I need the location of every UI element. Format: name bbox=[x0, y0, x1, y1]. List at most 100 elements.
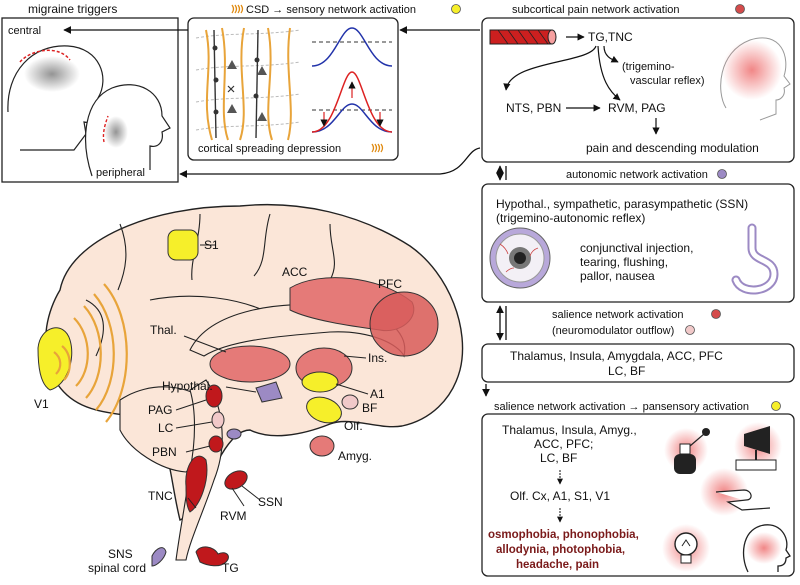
salience-panel: salience network activation (neuromodula… bbox=[481, 309, 795, 383]
autonomic-box bbox=[481, 183, 795, 303]
rvm-region bbox=[224, 470, 248, 490]
head-pain-icon bbox=[720, 37, 791, 121]
gramophone-icon bbox=[734, 422, 782, 471]
csd-caption: cortical spreading depression bbox=[198, 143, 341, 155]
outcome-line2: allodynia, photophobia, bbox=[496, 544, 625, 556]
label-pag: PAG bbox=[148, 403, 172, 417]
pansensory-dot-icon bbox=[771, 401, 781, 411]
label-ins: Ins. bbox=[368, 351, 387, 365]
head-peripheral-icon bbox=[85, 84, 171, 177]
brain-illustration: S1 ACC PFC Thal. Ins. Hypothal. A1 BF Ol… bbox=[34, 203, 464, 575]
reflex-line2: vascular reflex) bbox=[630, 75, 705, 87]
triggers-panel: migraine triggers central peripheral bbox=[1, 2, 179, 183]
subcortical-header: subcortical pain network activation bbox=[512, 4, 680, 16]
rvm-pag-label: RVM, PAG bbox=[608, 101, 666, 115]
olf-region bbox=[306, 396, 342, 424]
pansensory-header: salience network activation → pansensory… bbox=[494, 401, 749, 413]
reflex-line1: (trigemino- bbox=[622, 61, 675, 73]
label-a1: A1 bbox=[370, 387, 385, 401]
amyg-region bbox=[309, 435, 335, 457]
pain-outcome-label: pain and descending modulation bbox=[586, 141, 759, 155]
v1-waves-icon bbox=[53, 283, 128, 423]
autonomic-panel: autonomic network activation Hypothal., … bbox=[481, 169, 795, 303]
nts-pbn-label: NTS, PBN bbox=[506, 101, 561, 115]
label-s1: S1 bbox=[204, 238, 219, 252]
eye-icon bbox=[489, 227, 551, 289]
label-pfc: PFC bbox=[378, 277, 402, 291]
pfc-region bbox=[369, 291, 439, 357]
stomach-icon bbox=[731, 223, 779, 295]
csd-panel: CSD → sensory network activation bbox=[187, 4, 461, 161]
s1-region bbox=[167, 229, 199, 261]
head-ache-icon bbox=[742, 524, 791, 573]
sns-region bbox=[151, 547, 167, 567]
sensory-dot-icon bbox=[451, 4, 461, 14]
pain-dot-icon bbox=[735, 4, 745, 14]
pbn-region bbox=[208, 435, 224, 453]
pansensory-regions-line1: Thalamus, Insula, Amyg., bbox=[502, 423, 637, 437]
perfume-bottle-icon bbox=[664, 428, 710, 474]
csd-wave-graph-bottom bbox=[311, 71, 393, 133]
label-tg: TG bbox=[222, 561, 239, 575]
tg-region bbox=[195, 546, 229, 567]
peripheral-label: peripheral bbox=[96, 167, 145, 179]
symptom-line2: tearing, flushing, bbox=[580, 255, 668, 269]
symptom-line1: conjunctival injection, bbox=[580, 241, 693, 255]
label-hypothal: Hypothal. bbox=[162, 379, 213, 393]
pansensory-cortex: Olf. Cx, A1, S1, V1 bbox=[510, 489, 610, 503]
pansensory-regions-line3: LC, BF bbox=[540, 451, 577, 465]
label-tnc: TNC bbox=[148, 489, 173, 503]
autonomic-line1: Hypothal., sympathetic, parasympathetic … bbox=[496, 197, 748, 211]
tnc-region bbox=[185, 455, 208, 513]
csd-wave-graph-top bbox=[311, 27, 393, 67]
tg-tnc-label: TG,TNC bbox=[588, 30, 633, 44]
label-bf: BF bbox=[362, 401, 377, 415]
subcortical-box bbox=[481, 17, 795, 163]
label-v1: V1 bbox=[34, 397, 49, 411]
head-central-icon bbox=[7, 45, 106, 151]
label-sns: SNS bbox=[108, 547, 133, 561]
hypothal-region bbox=[255, 381, 283, 403]
autonomic-line2: (trigemino-autonomic reflex) bbox=[496, 211, 645, 225]
thal-region bbox=[209, 345, 291, 383]
brain-leader-lines bbox=[175, 244, 369, 509]
neuromodulator-dot-icon bbox=[685, 325, 695, 335]
outcome-line3: headache, pain bbox=[516, 559, 599, 571]
label-spinal-cord: spinal cord bbox=[88, 561, 146, 575]
triggers-title: migraine triggers bbox=[28, 2, 117, 16]
pansensory-box bbox=[481, 413, 795, 577]
label-ssn: SSN bbox=[258, 495, 283, 509]
label-acc: ACC bbox=[282, 265, 308, 279]
a1-region bbox=[301, 371, 339, 393]
autonomic-header: autonomic network activation bbox=[566, 169, 708, 181]
hand-touch-icon bbox=[700, 468, 771, 516]
salience-regions-line1: Thalamus, Insula, Amygdala, ACC, PFC bbox=[510, 349, 723, 363]
symptom-line3: pallor, nausea bbox=[580, 269, 655, 283]
autonomic-dot-icon bbox=[717, 169, 727, 179]
salience-header-line1: salience network activation bbox=[552, 309, 683, 321]
label-rvm: RVM bbox=[220, 509, 246, 523]
salience-box bbox=[481, 343, 795, 383]
connector-arrows-top bbox=[63, 26, 481, 178]
cortex-sketch-icon bbox=[195, 27, 301, 141]
salience-dot-icon bbox=[711, 309, 721, 319]
bf-region bbox=[341, 394, 359, 410]
label-thal: Thal. bbox=[150, 323, 177, 337]
ssn-region bbox=[226, 428, 242, 440]
right-column-connectors bbox=[482, 165, 507, 397]
blood-vessel-icon bbox=[489, 29, 557, 45]
wave-icon bbox=[231, 4, 244, 14]
pansensory-regions-line2: ACC, PFC; bbox=[534, 437, 593, 451]
label-lc: LC bbox=[158, 421, 174, 435]
label-amyg: Amyg. bbox=[338, 449, 372, 463]
subcortical-panel: subcortical pain network activation TG,T… bbox=[481, 4, 795, 163]
csd-header: CSD → sensory network activation bbox=[246, 4, 416, 16]
central-label: central bbox=[8, 25, 41, 37]
label-pbn: PBN bbox=[152, 445, 177, 459]
outcome-line1: osmophobia, phonophobia, bbox=[488, 529, 639, 541]
wave-icon-caption bbox=[371, 143, 384, 153]
light-bulb-icon bbox=[662, 524, 710, 572]
csd-box bbox=[187, 17, 399, 161]
pag-region bbox=[205, 384, 223, 408]
